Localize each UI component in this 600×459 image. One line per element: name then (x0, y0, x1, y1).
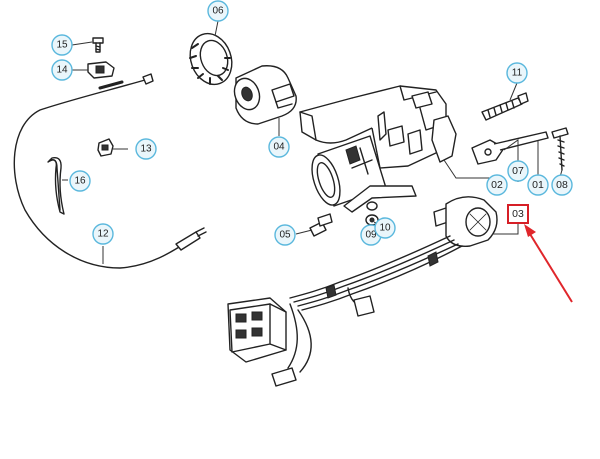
part-09-10-nut-washer (365, 201, 379, 226)
callout-04-circle (268, 136, 290, 158)
callout-07-label: 07 (512, 165, 524, 177)
callout-03[interactable]: 03 (507, 204, 529, 224)
callout-14[interactable]: 14 (51, 59, 73, 81)
callout-15[interactable]: 15 (51, 34, 73, 56)
callout-11[interactable]: 11 (506, 62, 528, 84)
callout-10-circle (374, 217, 396, 239)
callout-layer: 15 14 13 16 12 06 04 05 09 10 11 02 07 0… (51, 0, 573, 246)
part-13-clip (97, 138, 114, 157)
callout-03-highlight-box (507, 204, 529, 224)
part-08-screw (551, 127, 569, 171)
callout-09-label: 09 (365, 230, 377, 241)
part-05-screw (309, 213, 333, 237)
callout-08-label: 08 (556, 179, 568, 191)
callout-04[interactable]: 04 (268, 136, 290, 158)
callout-16[interactable]: 16 (69, 170, 91, 192)
callout-11-label: 11 (512, 68, 523, 79)
callout-13-label: 13 (140, 144, 152, 155)
part-12-cable (13, 73, 207, 269)
callout-07[interactable]: 07 (507, 160, 529, 182)
callout-01-label: 01 (532, 179, 544, 191)
part-11-pin (481, 92, 529, 121)
callout-15-label: 15 (56, 40, 68, 51)
callout-05[interactable]: 05 (274, 224, 296, 246)
part-16-trim-strip (47, 157, 65, 215)
callout-03-label: 03 (512, 208, 524, 220)
callout-16-circle (69, 170, 91, 192)
callout-06-circle (207, 0, 229, 22)
callout-01-circle (527, 174, 549, 196)
part-03-ignition-switch-harness (227, 196, 498, 387)
callout-04-label: 04 (273, 142, 285, 153)
part-04-lock-cylinder (233, 65, 297, 125)
callout-07-circle (507, 160, 529, 182)
red-arrow-icon (524, 224, 573, 303)
callout-14-label: 14 (56, 65, 68, 76)
callout-02-circle (486, 174, 508, 196)
steering-lock-housing (299, 85, 457, 213)
callout-08[interactable]: 08 (551, 174, 573, 196)
callout-06-label: 06 (212, 6, 224, 17)
callout-14-circle (51, 59, 73, 81)
callout-12-label: 12 (97, 229, 109, 240)
callout-06[interactable]: 06 (207, 0, 229, 22)
part-14-clip (87, 61, 115, 79)
part-06-ring (189, 32, 233, 86)
callout-13-circle (135, 138, 157, 160)
part-02-plate (471, 131, 549, 165)
callout-02[interactable]: 02 (486, 174, 508, 196)
callout-10-label: 10 (379, 223, 391, 234)
callout-08-circle (551, 174, 573, 196)
callout-15-circle (51, 34, 73, 56)
part-15-bolt (92, 37, 104, 53)
callout-10[interactable]: 10 (374, 217, 396, 239)
callout-12[interactable]: 12 (92, 223, 114, 245)
callout-16-label: 16 (74, 176, 86, 187)
callout-01[interactable]: 01 (527, 174, 549, 196)
callout-02-label: 02 (491, 179, 503, 191)
callout-05-circle (274, 224, 296, 246)
callout-12-circle (92, 223, 114, 245)
callout-05-label: 05 (279, 230, 291, 241)
callout-11-circle (506, 62, 528, 84)
callout-13[interactable]: 13 (135, 138, 157, 160)
